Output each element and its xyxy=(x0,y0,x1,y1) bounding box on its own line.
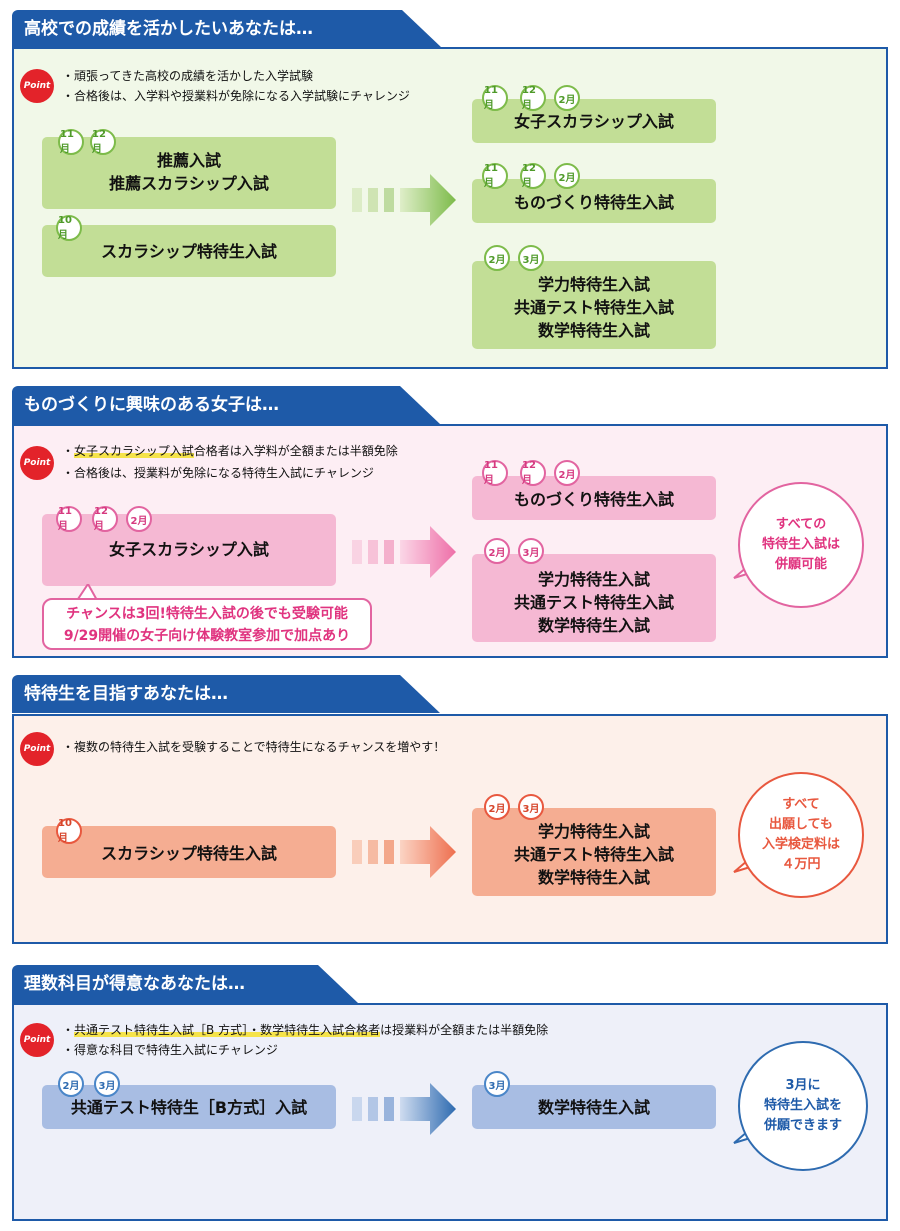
month-badge: 3月 xyxy=(518,245,544,271)
section-1-title: 高校での成績を活かしたいあなたは… xyxy=(24,19,313,39)
point-badge: Point xyxy=(20,446,54,480)
month-badge: 2月 xyxy=(484,794,510,820)
month-badge: 10月 xyxy=(56,818,82,844)
month-badge: 12月 xyxy=(520,460,546,486)
exam-box: スカラシップ特待生入試 xyxy=(42,225,336,277)
point-line: ・合格後は、授業料が免除になる特待生入試にチャレンジ xyxy=(62,466,374,480)
section-3-title: 特待生を目指すあなたは… xyxy=(24,684,228,704)
month-badge: 11月 xyxy=(482,85,508,111)
section-2-tab: ものづくりに興味のある女子は… xyxy=(12,386,440,424)
month-badge: 11月 xyxy=(58,129,84,155)
exam-box: 数学特待生入試 xyxy=(472,1085,716,1129)
point-line: ・頑張ってきた高校の成績を活かした入学試験 xyxy=(62,69,314,83)
month-badge: 12月 xyxy=(92,506,118,532)
section-3-panel: Point ・複数の特待生入試を受験することで特待生になるチャンスを増やす！ ス… xyxy=(12,714,888,944)
month-badge: 2月 xyxy=(484,538,510,564)
exam-box: スカラシップ特待生入試 xyxy=(42,826,336,878)
month-badge: 10月 xyxy=(56,215,82,241)
month-badge: 3月 xyxy=(518,794,544,820)
point-line: ・共通テスト特待生入試［B 方式］・数学特待生入試合格者は授業料が全額または半額… xyxy=(62,1023,549,1037)
exam-box: 女子スカラシップ入試 xyxy=(42,514,336,586)
month-badge: 2月 xyxy=(58,1071,84,1097)
section-1-tab: 高校での成績を活かしたいあなたは… xyxy=(12,10,442,48)
month-badge: 2月 xyxy=(126,506,152,532)
month-badge: 3月 xyxy=(484,1071,510,1097)
exam-box: 共通テスト特待生［B方式］入試 xyxy=(42,1085,336,1129)
info-bubble: 3月に 特待生入試を 併願できます xyxy=(738,1041,868,1171)
exam-box: 推薦入試 推薦スカラシップ入試 xyxy=(42,137,336,209)
arrow-icon xyxy=(352,826,456,878)
point-line: ・複数の特待生入試を受験することで特待生になるチャンスを増やす！ xyxy=(62,740,446,754)
point-line: ・女子スカラシップ入試合格者は入学料が全額または半額免除 xyxy=(62,444,398,458)
point-badge: Point xyxy=(20,732,54,766)
info-bubble: すべて 出願しても 入学検定料は ４万円 xyxy=(738,772,864,898)
exam-box: 女子スカラシップ入試 xyxy=(472,99,716,143)
section-2-panel: Point ・女子スカラシップ入試合格者は入学料が全額または半額免除 ・合格後は… xyxy=(12,424,888,658)
month-badge: 11月 xyxy=(56,506,82,532)
point-badge: Point xyxy=(20,69,54,103)
section-3-tab: 特待生を目指すあなたは… xyxy=(12,675,440,713)
arrow-icon xyxy=(352,526,456,578)
month-badge: 11月 xyxy=(482,460,508,486)
info-bubble: すべての 特待生入試は 併願可能 xyxy=(738,482,864,608)
arrow-icon xyxy=(352,1083,456,1135)
month-badge: 2月 xyxy=(484,245,510,271)
section-4-panel: Point ・共通テスト特待生入試［B 方式］・数学特待生入試合格者は授業料が全… xyxy=(12,1003,888,1221)
point-line: ・合格後は、入学料や授業料が免除になる入学試験にチャレンジ xyxy=(62,89,410,103)
exam-box: ものづくり特待生入試 xyxy=(472,476,716,520)
exam-box: 学力特待生入試 共通テスト特待生入試 数学特待生入試 xyxy=(472,261,716,349)
point-badge: Point xyxy=(20,1023,54,1057)
month-badge: 12月 xyxy=(520,163,546,189)
month-badge: 2月 xyxy=(554,85,580,111)
month-badge: 2月 xyxy=(554,163,580,189)
note-callout: チャンスは3回!特待生入試の後でも受験可能 9/29開催の女子向け体験教室参加で… xyxy=(42,598,372,650)
section-1-panel: Point ・頑張ってきた高校の成績を活かした入学試験 ・合格後は、入学料や授業… xyxy=(12,47,888,369)
month-badge: 3月 xyxy=(518,538,544,564)
exam-box: ものづくり特待生入試 xyxy=(472,179,716,223)
section-4-tab: 理数科目が得意なあなたは… xyxy=(12,965,358,1003)
section-2-title: ものづくりに興味のある女子は… xyxy=(24,395,279,415)
month-badge: 12月 xyxy=(520,85,546,111)
month-badge: 11月 xyxy=(482,163,508,189)
section-4-title: 理数科目が得意なあなたは… xyxy=(24,974,245,994)
exam-box: 学力特待生入試 共通テスト特待生入試 数学特待生入試 xyxy=(472,554,716,642)
month-badge: 3月 xyxy=(94,1071,120,1097)
arrow-icon xyxy=(352,174,456,226)
callout-pointer xyxy=(74,584,100,602)
point-line: ・得意な科目で特待生入試にチャレンジ xyxy=(62,1043,278,1057)
month-badge: 12月 xyxy=(90,129,116,155)
exam-box: 学力特待生入試 共通テスト特待生入試 数学特待生入試 xyxy=(472,808,716,896)
month-badge: 2月 xyxy=(554,460,580,486)
